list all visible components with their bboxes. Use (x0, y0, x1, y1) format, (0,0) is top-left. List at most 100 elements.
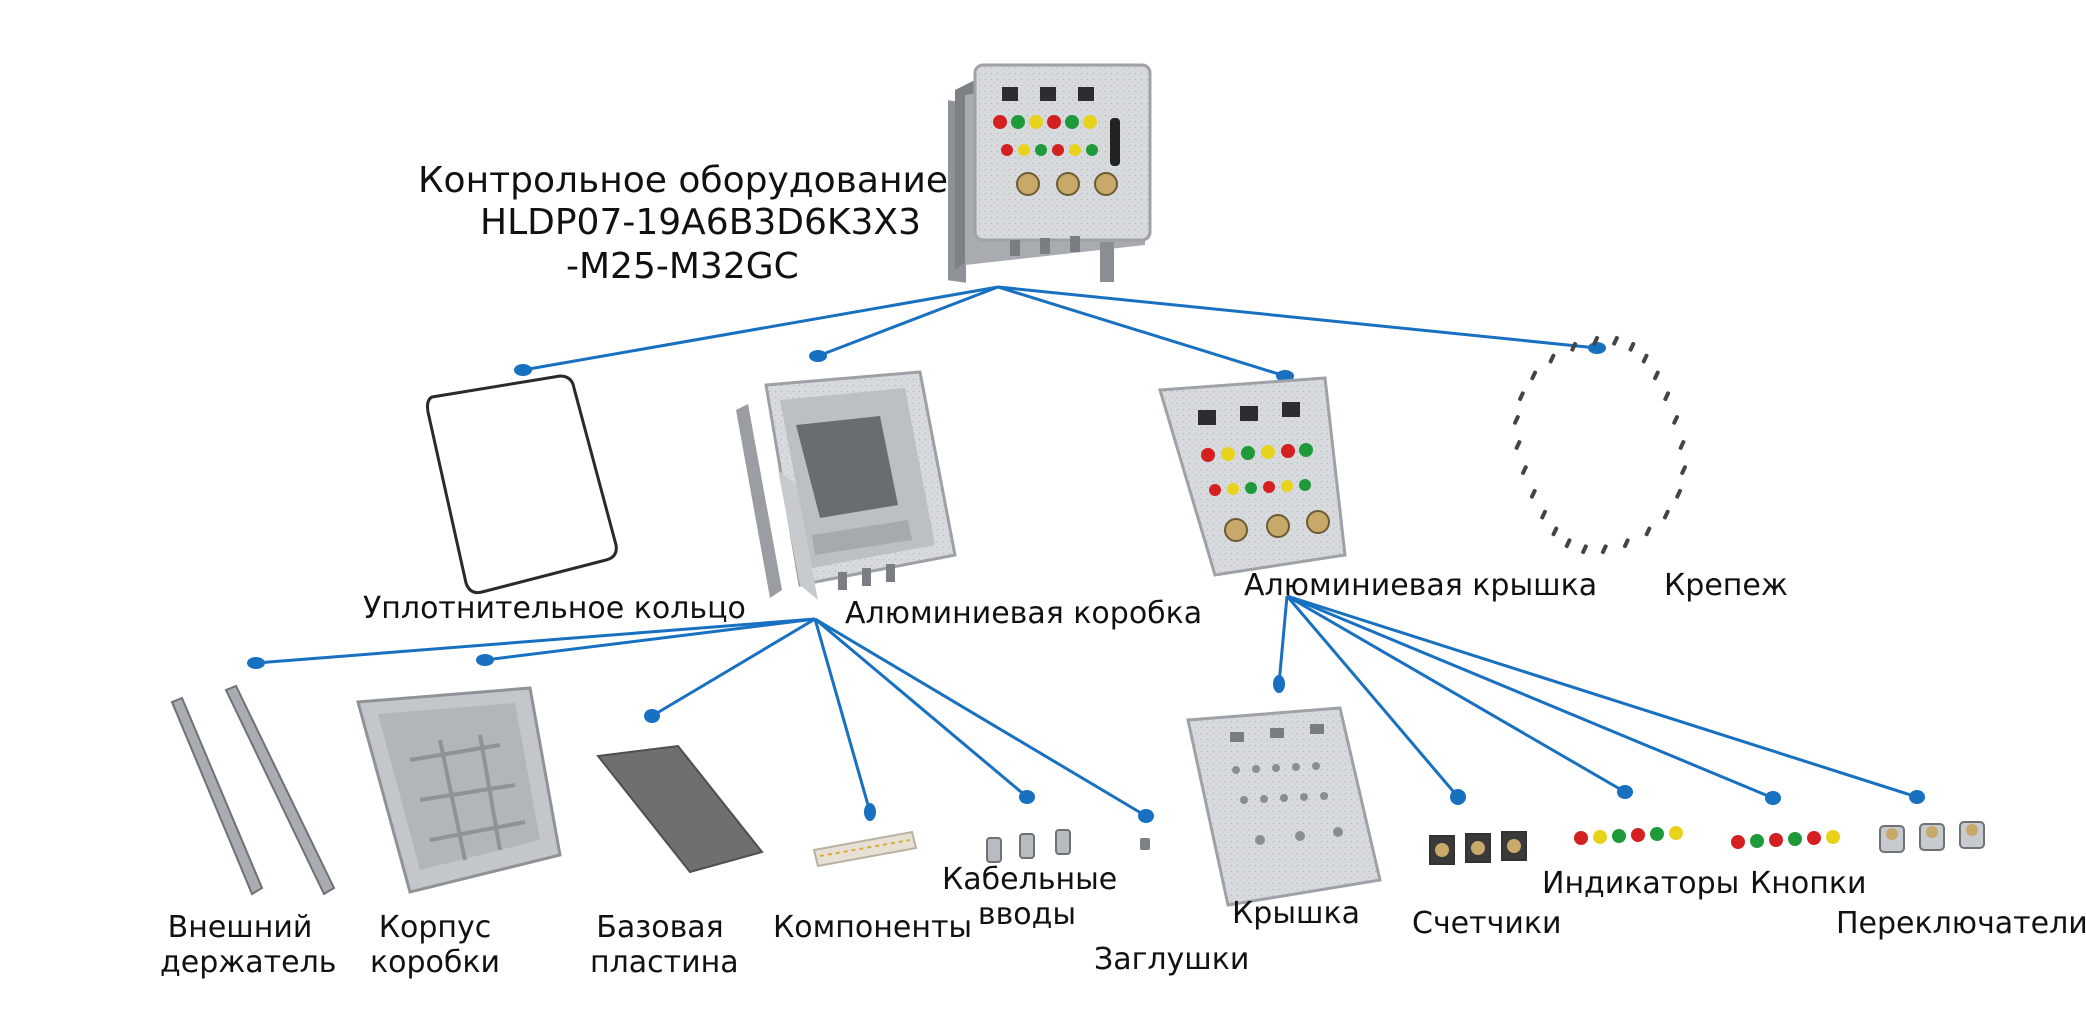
dot-indicators (1617, 785, 1633, 799)
label-base-plate: Базовая пластина (590, 910, 739, 980)
label-indicators: Индикаторы (1542, 866, 1740, 901)
label-cable-glands-line2: вводы (977, 897, 1077, 932)
meters-image (1429, 831, 1527, 865)
fastener-screw (1672, 415, 1680, 425)
root-title-line2: HLDP07-19A6B3D6K3X3 (480, 202, 921, 243)
label-base-plate-line2: пластина (590, 945, 739, 980)
fastener-screw (1548, 353, 1556, 364)
fastener-screw (1530, 370, 1538, 381)
connector-box-glands (814, 617, 1028, 799)
fastener-screw (1512, 415, 1520, 425)
connector-dots (247, 342, 1925, 823)
fastener-screw (1529, 488, 1537, 499)
label-box-body-line1: Корпус (378, 910, 492, 945)
label-cable-glands-line1: Кабельные (942, 862, 1118, 897)
dot-buttons (1765, 791, 1781, 805)
indicators-image (1574, 826, 1683, 845)
connector-box-plate (651, 617, 816, 718)
connector-cover-buttons (1286, 594, 1774, 800)
connector-box-bracket (255, 617, 816, 665)
connector-root-box (817, 285, 999, 358)
fastener-screw (1612, 335, 1619, 346)
label-plugs: Заглушки (1094, 942, 1250, 977)
base-plate-image (596, 744, 764, 874)
label-meters: Счетчики (1412, 906, 1562, 941)
connector-cover-meters (1285, 595, 1460, 798)
fastener-screw (1662, 509, 1670, 520)
fastener-screw (1641, 353, 1649, 364)
fastener-screw (1517, 391, 1525, 402)
connector-root-cover (997, 285, 1286, 378)
connector-cover-cover (1277, 595, 1289, 685)
dot-body (476, 654, 494, 666)
dot-glands (1019, 790, 1035, 804)
dot-components (864, 803, 876, 821)
dot-box (809, 350, 827, 362)
label-base-plate-line1: Базовая (596, 910, 724, 945)
external-bracket-image (170, 684, 336, 896)
fasteners-image (1512, 335, 1688, 555)
root-title-line1: Контрольное оборудование (418, 160, 949, 201)
fastener-screw (1551, 526, 1559, 537)
label-aluminum-cover: Алюминиевая крышка (1244, 568, 1598, 603)
label-external-bracket-line1: Внешний (167, 910, 313, 945)
dot-plugs (1138, 809, 1154, 823)
fastener-screw (1644, 526, 1652, 537)
seal-ring-image (426, 374, 618, 595)
switches-image (1879, 821, 1985, 853)
buttons-image (1731, 830, 1840, 849)
fastener-screw (1520, 465, 1528, 475)
label-box-body: Корпус коробки (370, 910, 500, 980)
label-fasteners: Крепеж (1664, 568, 1788, 603)
components-image (812, 830, 918, 868)
label-aluminum-box: Алюминиевая коробка (845, 596, 1203, 631)
fastener-screw (1663, 391, 1671, 402)
control-equipment-image (948, 63, 1152, 283)
connector-lines (255, 285, 1918, 818)
cable-glands-image (986, 829, 1071, 863)
label-cover-part: Крышка (1232, 896, 1360, 931)
dot-fasteners (1588, 342, 1606, 354)
label-external-bracket: Внешний держатель (160, 910, 337, 980)
dot-plate (644, 709, 660, 723)
plugs-image (1140, 838, 1150, 850)
dot-meters (1450, 789, 1466, 805)
cover-part-image (1186, 706, 1382, 907)
connector-box-components (813, 618, 872, 813)
label-seal-ring: Уплотнительное кольцо (363, 591, 746, 626)
connector-cover-indicators (1286, 594, 1626, 794)
fastener-screw (1570, 341, 1578, 352)
dot-cover-part (1273, 675, 1285, 693)
aluminum-cover-image (1158, 376, 1347, 577)
label-switches: Переключатели (1836, 906, 2086, 941)
fastener-screw (1628, 341, 1636, 352)
root-title-line3: -M25-M32GC (566, 246, 799, 287)
connector-root-fasteners (997, 285, 1598, 350)
fastener-screw (1514, 440, 1522, 450)
label-buttons: Кнопки (1750, 866, 1867, 901)
fastener-screw (1592, 335, 1600, 346)
connector-box-body (484, 617, 816, 662)
fastener-screw (1675, 488, 1683, 499)
label-cable-glands: Кабельные вводы (942, 862, 1118, 932)
fastener-screw (1564, 538, 1572, 549)
fastener-screw (1600, 544, 1608, 555)
connector-cover-switches (1286, 594, 1918, 799)
dot-cover (1276, 370, 1294, 382)
label-components: Компоненты (773, 910, 973, 945)
connector-box-plugs (814, 617, 1147, 818)
dot-switches (1909, 790, 1925, 804)
box-body-image (356, 686, 562, 894)
fastener-screw (1540, 509, 1548, 520)
fastener-screw (1652, 370, 1660, 381)
aluminum-box-image (736, 370, 957, 600)
fastener-screw (1622, 538, 1630, 549)
label-external-bracket-line2: держатель (160, 945, 337, 980)
label-box-body-line2: коробки (370, 945, 500, 980)
fastener-screw (1581, 544, 1588, 555)
connector-root-seal (522, 285, 999, 372)
dot-bracket (247, 657, 265, 669)
fastener-screw (1680, 465, 1688, 475)
